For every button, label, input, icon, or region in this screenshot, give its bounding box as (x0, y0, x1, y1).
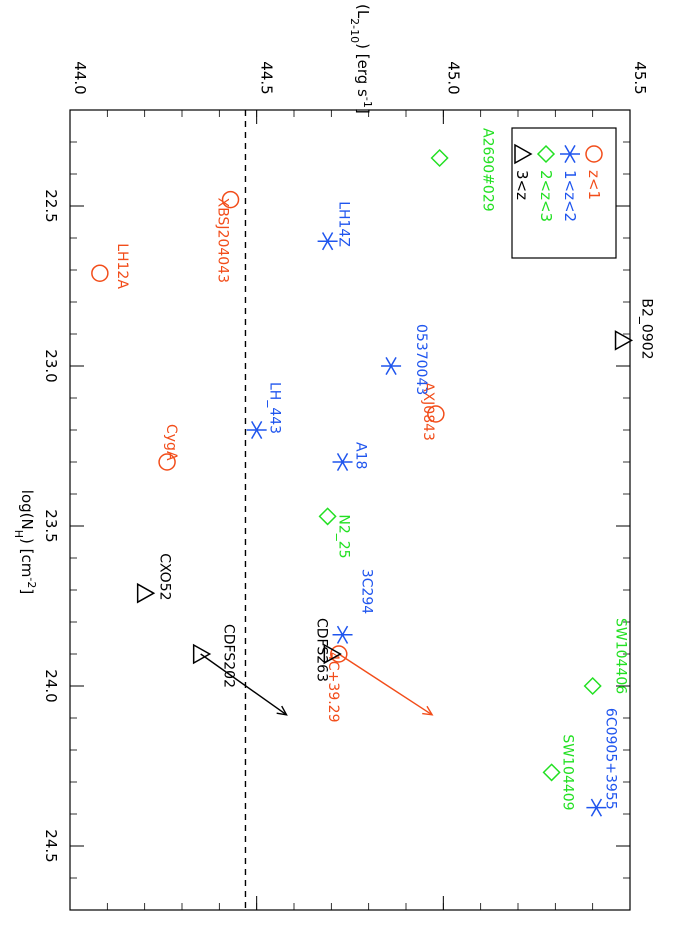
data-point-circle (330, 645, 348, 663)
data-point-label: CygA (163, 424, 179, 461)
data-point-diamond (430, 148, 449, 168)
x-axis-title-part: -1 (362, 97, 375, 108)
legend-marker-asterisk (560, 144, 580, 164)
data-point-circle (221, 190, 240, 209)
lower-limit-arrowhead (276, 705, 288, 716)
legend-label: 1<z<2 (561, 170, 579, 222)
y-tick-label: 23.5 (42, 509, 60, 542)
data-point-label: N2_25 (336, 514, 352, 558)
x-tick-label: 44.0 (71, 61, 89, 94)
data-point-asterisk-stroke (385, 356, 397, 376)
y-tick-label: 24.5 (42, 829, 60, 862)
data-point-triangle (614, 330, 634, 351)
data-point-label: 3C294 (359, 569, 375, 614)
legend-marker-triangle (514, 143, 533, 165)
data-point-label: B2_0902 (639, 298, 655, 359)
data-point-diamond (583, 676, 602, 696)
data-point-label: CDFS263 (313, 618, 329, 682)
data-point-circle (91, 264, 109, 282)
legend-label: z<1 (585, 170, 603, 200)
data-point-label: AXJ0843 (420, 382, 436, 441)
y-axis-title: log(NH) [cm-2] (13, 490, 39, 594)
legend-label: 2<z<3 (537, 170, 555, 222)
y-tick-label: 22.5 (42, 189, 60, 222)
x-tick-label: 45.5 (631, 61, 649, 94)
lower-limit-arrow (200, 653, 287, 716)
data-point-asterisk-stroke (336, 452, 349, 472)
data-point-asterisk-stroke (590, 798, 603, 817)
data-point-triangle (192, 643, 212, 665)
data-point-label: 4C+39.29 (325, 652, 341, 723)
data-point-label: 6C0905+3955 (602, 708, 618, 810)
data-point-label: LH12A (114, 243, 130, 289)
data-point-label: LH14Z (336, 201, 352, 247)
x-axis-title-part: ) [erg s (354, 43, 372, 97)
data-point-circle (158, 453, 176, 471)
y-axis-title-part: H (13, 530, 26, 538)
data-point-asterisk (246, 420, 267, 440)
data-point-label: 05370043 (413, 324, 429, 395)
data-point-asterisk (332, 452, 353, 472)
data-point-label: A2690#029 (480, 128, 496, 212)
data-point-label: CDFS202 (221, 624, 237, 688)
y-axis-title-part: log(N (18, 490, 36, 530)
x-tick-label: 44.5 (258, 61, 276, 94)
lower-limit-arrowhead (422, 705, 434, 716)
data-point-asterisk-stroke (321, 232, 334, 251)
data-point-asterisk-stroke (336, 625, 349, 644)
legend-marker-diamond (536, 144, 556, 164)
data-point-label: SW104406 (613, 618, 629, 694)
y-axis-title-part: ) [cm (18, 538, 36, 577)
data-point-asterisk (317, 232, 338, 251)
x-tick-label: 45.0 (444, 61, 462, 94)
lower-limit-arrow (338, 653, 433, 716)
data-point-label: CXO52 (157, 553, 173, 600)
data-point-triangle (323, 643, 342, 665)
legend-box (511, 127, 617, 259)
x-axis-title-part: ] (354, 108, 372, 114)
legend-marker-circle (585, 145, 603, 163)
y-axis-title-part: -2 (26, 577, 39, 588)
x-axis-title-part: 2-10 (349, 18, 362, 43)
legend-label: 3<z (513, 170, 531, 200)
data-point-triangle (136, 582, 156, 604)
y-tick-label: 23.0 (42, 349, 60, 382)
data-point-diamond (318, 507, 337, 526)
data-point-label: XBSJ204043 (215, 198, 231, 283)
data-point-label: A18 (353, 442, 369, 469)
data-point-diamond (542, 763, 561, 782)
y-axis-title-part: ] (18, 588, 36, 594)
data-point-asterisk (586, 798, 607, 817)
plot-frame (69, 109, 631, 911)
y-tick-label: 24.0 (42, 669, 60, 702)
legend-marker-asterisk-stroke (564, 144, 576, 164)
data-point-asterisk (332, 625, 353, 644)
data-point-label: SW104409 (560, 734, 576, 810)
x-axis-title-part: log (L (354, 0, 372, 19)
data-point-label: LH_443 (267, 382, 283, 434)
x-axis-title: log (L2-10) [erg s-1] (349, 0, 375, 114)
plot-layer: 44.0 44.5 45.0 45.5 22.5 23.0 23.5 24.0 24.5 log … (13, 0, 655, 911)
data-point-asterisk-stroke (251, 420, 263, 440)
data-point-asterisk (381, 356, 402, 376)
data-point-circle (427, 405, 445, 423)
